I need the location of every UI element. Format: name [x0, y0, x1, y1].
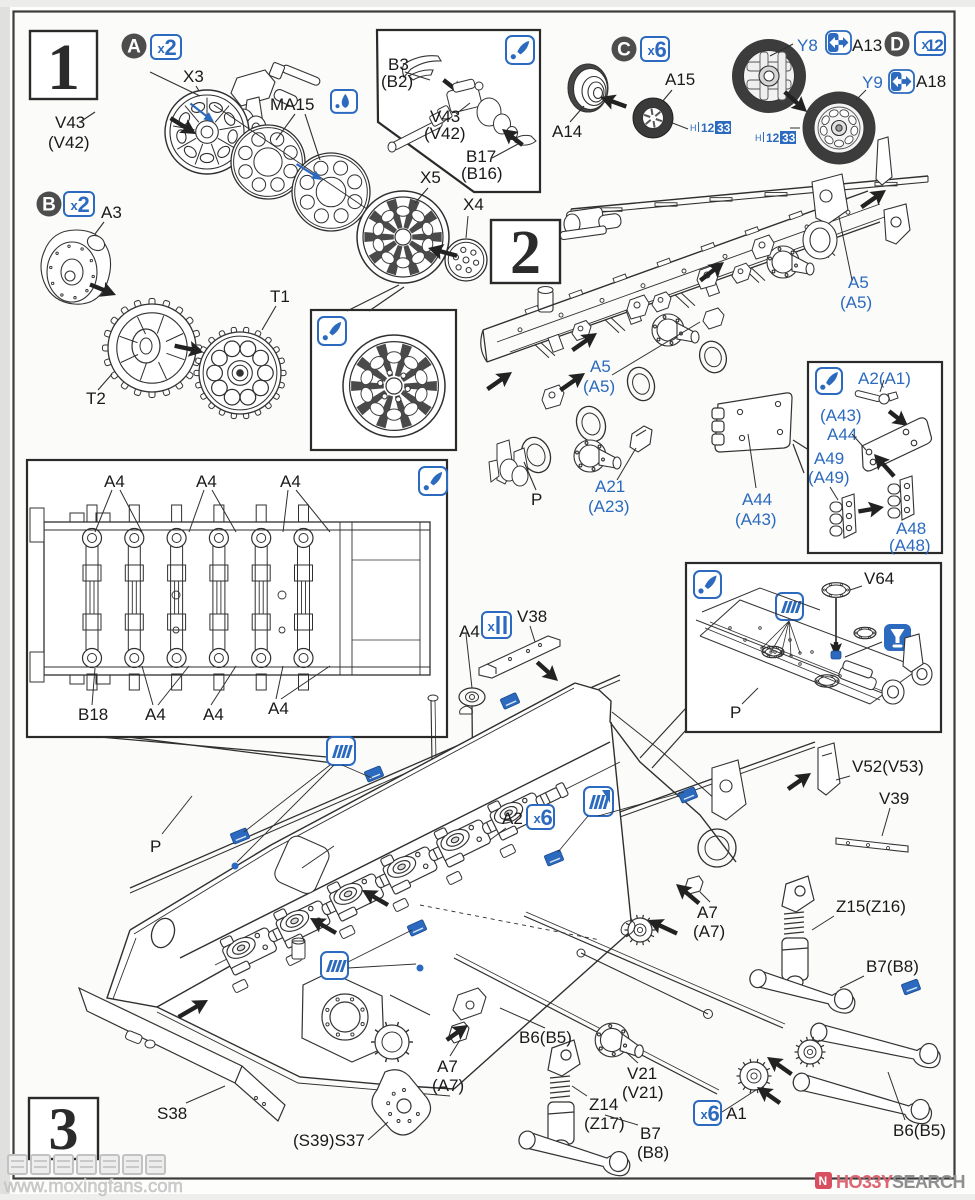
svg-text:A4: A4 [104, 472, 125, 491]
svg-text:P: P [150, 837, 161, 856]
svg-text:(B2): (B2) [381, 72, 413, 91]
svg-text:x: x [534, 811, 542, 826]
svg-text:A13: A13 [852, 36, 882, 55]
svg-text:H: H [755, 133, 762, 143]
svg-text:B18: B18 [78, 705, 108, 724]
svg-text:B7: B7 [640, 1124, 661, 1143]
svg-text:12: 12 [701, 121, 715, 135]
svg-text:V21: V21 [627, 1064, 657, 1083]
svg-text:(A7): (A7) [693, 922, 725, 941]
svg-text:B6(B5): B6(B5) [519, 1028, 572, 1047]
svg-text:A2: A2 [502, 809, 523, 828]
svg-text:x: x [922, 37, 930, 52]
svg-text:(A43): (A43) [735, 510, 777, 529]
svg-text:x: x [158, 41, 166, 56]
svg-text:A4: A4 [280, 472, 301, 491]
svg-text:Y9: Y9 [862, 73, 883, 92]
svg-text:A5: A5 [590, 357, 611, 376]
svg-text:1: 1 [47, 31, 80, 104]
svg-text:(A43): (A43) [820, 406, 862, 425]
svg-text:A4: A4 [203, 705, 224, 724]
svg-text:A44: A44 [827, 425, 857, 444]
svg-text:(A48): (A48) [889, 536, 931, 555]
svg-text:A4: A4 [145, 705, 166, 724]
svg-text:33: 33 [717, 121, 731, 135]
svg-text:A18: A18 [916, 72, 946, 91]
svg-text:V43: V43 [55, 113, 85, 132]
svg-text:B7(B8): B7(B8) [866, 957, 919, 976]
svg-text:(B16): (B16) [461, 164, 503, 183]
svg-text:B17: B17 [466, 147, 496, 166]
svg-text:X5: X5 [420, 168, 441, 187]
svg-text:6: 6 [708, 1101, 720, 1126]
svg-text:x: x [648, 43, 656, 58]
svg-text:(A5): (A5) [583, 377, 615, 396]
svg-text:A15: A15 [665, 70, 695, 89]
svg-text:(A23): (A23) [588, 497, 630, 516]
svg-text:A5: A5 [848, 273, 869, 292]
svg-text:Z14: Z14 [589, 1095, 618, 1114]
svg-text:33: 33 [782, 131, 796, 145]
svg-text:T1: T1 [270, 287, 290, 306]
svg-text:A44: A44 [742, 490, 772, 509]
svg-text:A14: A14 [552, 122, 582, 141]
svg-text:(A7): (A7) [432, 1076, 464, 1095]
svg-text:(S39)S37: (S39)S37 [293, 1131, 365, 1150]
svg-text:P: P [730, 703, 741, 722]
svg-text:x: x [71, 198, 79, 213]
svg-text:12: 12 [926, 36, 943, 55]
svg-text:SEARCH: SEARCH [892, 1172, 965, 1192]
svg-text:3: 3 [49, 1096, 79, 1162]
svg-text:N: N [819, 1174, 828, 1188]
svg-text:P: P [531, 490, 542, 509]
svg-text:A4: A4 [268, 699, 289, 718]
svg-text:A2(A1): A2(A1) [858, 369, 911, 388]
svg-text:V64: V64 [864, 569, 894, 588]
svg-text:B3: B3 [388, 55, 409, 74]
svg-text:V43: V43 [430, 107, 460, 126]
svg-text:A49: A49 [814, 449, 844, 468]
svg-text:Z15(Z16): Z15(Z16) [836, 897, 906, 916]
svg-text:B: B [42, 195, 56, 216]
svg-text:V52(V53): V52(V53) [852, 757, 924, 776]
svg-text:(Z17): (Z17) [584, 1114, 625, 1133]
svg-text:H: H [690, 123, 697, 133]
svg-text:HO33Y: HO33Y [836, 1172, 893, 1192]
svg-text:X4: X4 [463, 195, 484, 214]
svg-text:x: x [701, 1107, 709, 1122]
svg-text:A1: A1 [726, 1104, 747, 1123]
svg-text:A: A [127, 37, 141, 58]
svg-text:B6(B5): B6(B5) [893, 1121, 946, 1140]
svg-text:Y8: Y8 [797, 36, 818, 55]
svg-text:(V42): (V42) [424, 124, 466, 143]
svg-text:6: 6 [541, 805, 553, 830]
svg-text:(B8): (B8) [637, 1143, 669, 1162]
svg-text:A7: A7 [437, 1057, 458, 1076]
svg-text:A4: A4 [459, 622, 480, 641]
svg-text:(A49): (A49) [808, 468, 850, 487]
svg-text:2: 2 [78, 192, 90, 217]
svg-text:x: x [488, 619, 496, 634]
svg-text:A48: A48 [896, 519, 926, 538]
svg-text:V38: V38 [517, 607, 547, 626]
svg-text:(V21): (V21) [622, 1083, 664, 1102]
svg-text:V39: V39 [879, 789, 909, 808]
svg-text:2: 2 [510, 219, 541, 287]
svg-text:C: C [617, 40, 631, 61]
svg-text:A3: A3 [101, 203, 122, 222]
svg-text:A7: A7 [697, 903, 718, 922]
svg-text:www.moxingfans.com: www.moxingfans.com [3, 1175, 183, 1196]
svg-text:A21: A21 [595, 477, 625, 496]
svg-text:D: D [890, 35, 904, 56]
svg-text:A4: A4 [196, 472, 217, 491]
svg-text:(A5): (A5) [840, 293, 872, 312]
svg-text:6: 6 [655, 37, 667, 62]
svg-text:T2: T2 [86, 389, 106, 408]
svg-text:MA15: MA15 [270, 95, 314, 114]
svg-text:X3: X3 [183, 67, 204, 86]
svg-text:(V42): (V42) [48, 133, 90, 152]
svg-text:2: 2 [165, 35, 177, 60]
svg-text:S38: S38 [157, 1104, 187, 1123]
svg-text:12: 12 [766, 131, 780, 145]
